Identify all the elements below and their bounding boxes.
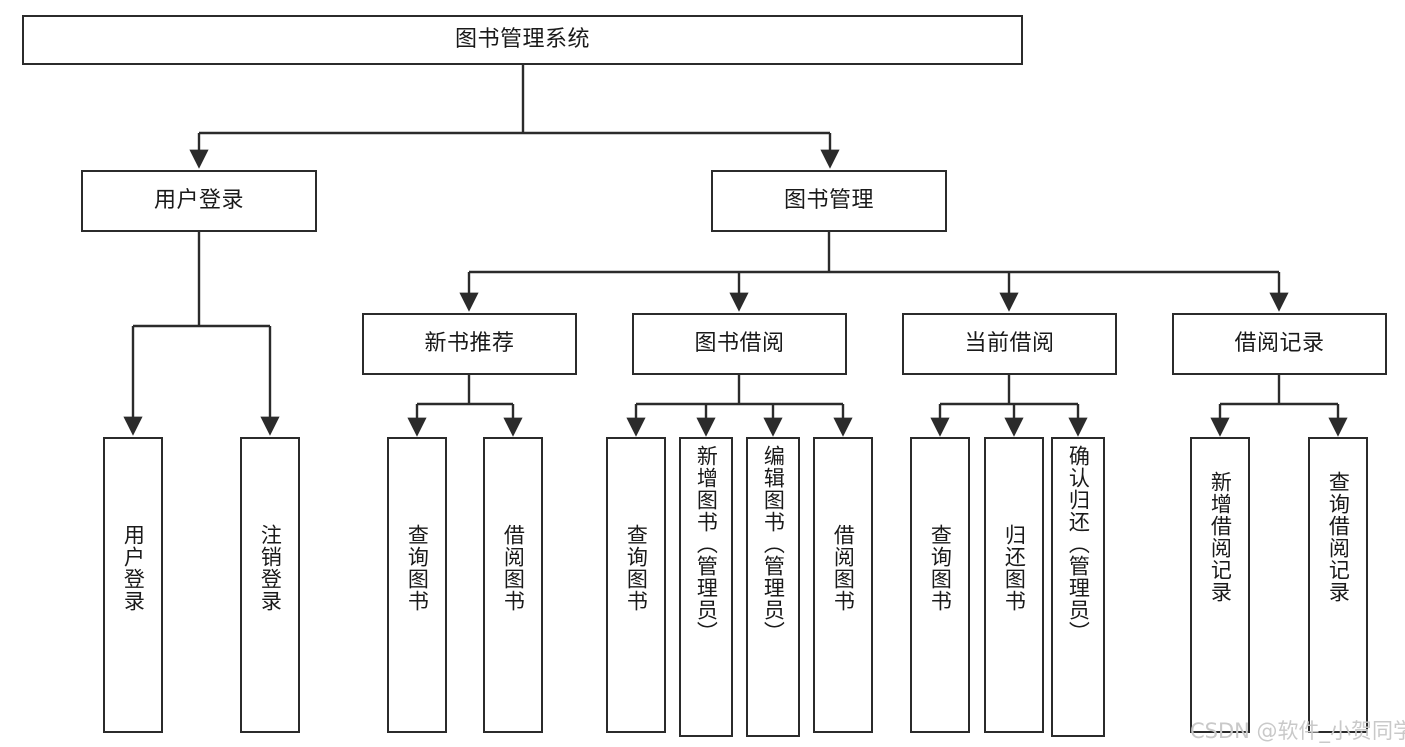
node-leaf-return-book[interactable]: 归还图书 [984, 437, 1044, 733]
node-leaf-borrow-book-1[interactable]: 借阅图书 [483, 437, 543, 733]
node-user-login[interactable]: 用户登录 [81, 170, 317, 232]
node-leaf-add-book[interactable]: 新增图书（管理员） [679, 437, 733, 737]
node-new-book-recommend-label: 新书推荐 [424, 331, 515, 357]
node-leaf-query-book-3-label: 查询图书 [928, 524, 953, 612]
node-current-borrow-label: 当前借阅 [964, 331, 1055, 357]
node-current-borrow[interactable]: 当前借阅 [902, 313, 1117, 375]
node-leaf-add-book-label: 新增图书（管理员） [694, 445, 719, 643]
node-root-label: 图书管理系统 [454, 27, 590, 53]
node-borrow-record-label: 借阅记录 [1234, 331, 1325, 357]
node-leaf-query-book-3[interactable]: 查询图书 [910, 437, 970, 733]
node-leaf-add-record-label: 新增借阅记录 [1208, 471, 1233, 603]
node-leaf-borrow-book-1-label: 借阅图书 [501, 524, 526, 612]
watermark-text: CSDN @软件_小贺同学 [1190, 719, 1405, 743]
node-leaf-user-login[interactable]: 用户登录 [103, 437, 163, 733]
node-leaf-edit-book-label: 编辑图书（管理员） [761, 445, 786, 643]
node-leaf-confirm-return-label: 确认归还（管理员） [1066, 445, 1091, 643]
node-book-borrow[interactable]: 图书借阅 [632, 313, 847, 375]
node-new-book-recommend[interactable]: 新书推荐 [362, 313, 577, 375]
node-leaf-query-record[interactable]: 查询借阅记录 [1308, 437, 1368, 733]
node-root[interactable]: 图书管理系统 [22, 15, 1023, 65]
node-leaf-user-login-label: 用户登录 [121, 524, 146, 612]
node-leaf-query-record-label: 查询借阅记录 [1326, 471, 1351, 603]
node-book-borrow-label: 图书借阅 [694, 331, 785, 357]
node-leaf-edit-book[interactable]: 编辑图书（管理员） [746, 437, 800, 737]
node-user-login-label: 用户登录 [153, 188, 244, 214]
node-leaf-query-book-1[interactable]: 查询图书 [387, 437, 447, 733]
node-leaf-user-logout-label: 注销登录 [258, 524, 283, 612]
node-leaf-query-book-2-label: 查询图书 [624, 524, 649, 612]
node-book-management[interactable]: 图书管理 [711, 170, 947, 232]
node-leaf-user-logout[interactable]: 注销登录 [240, 437, 300, 733]
node-leaf-confirm-return[interactable]: 确认归还（管理员） [1051, 437, 1105, 737]
node-leaf-query-book-1-label: 查询图书 [405, 524, 430, 612]
node-leaf-add-record[interactable]: 新增借阅记录 [1190, 437, 1250, 733]
node-leaf-query-book-2[interactable]: 查询图书 [606, 437, 666, 733]
node-leaf-return-book-label: 归还图书 [1002, 524, 1027, 612]
node-leaf-borrow-book-2-label: 借阅图书 [831, 524, 856, 612]
node-borrow-record[interactable]: 借阅记录 [1172, 313, 1387, 375]
node-leaf-borrow-book-2[interactable]: 借阅图书 [813, 437, 873, 733]
node-book-management-label: 图书管理 [783, 188, 874, 214]
